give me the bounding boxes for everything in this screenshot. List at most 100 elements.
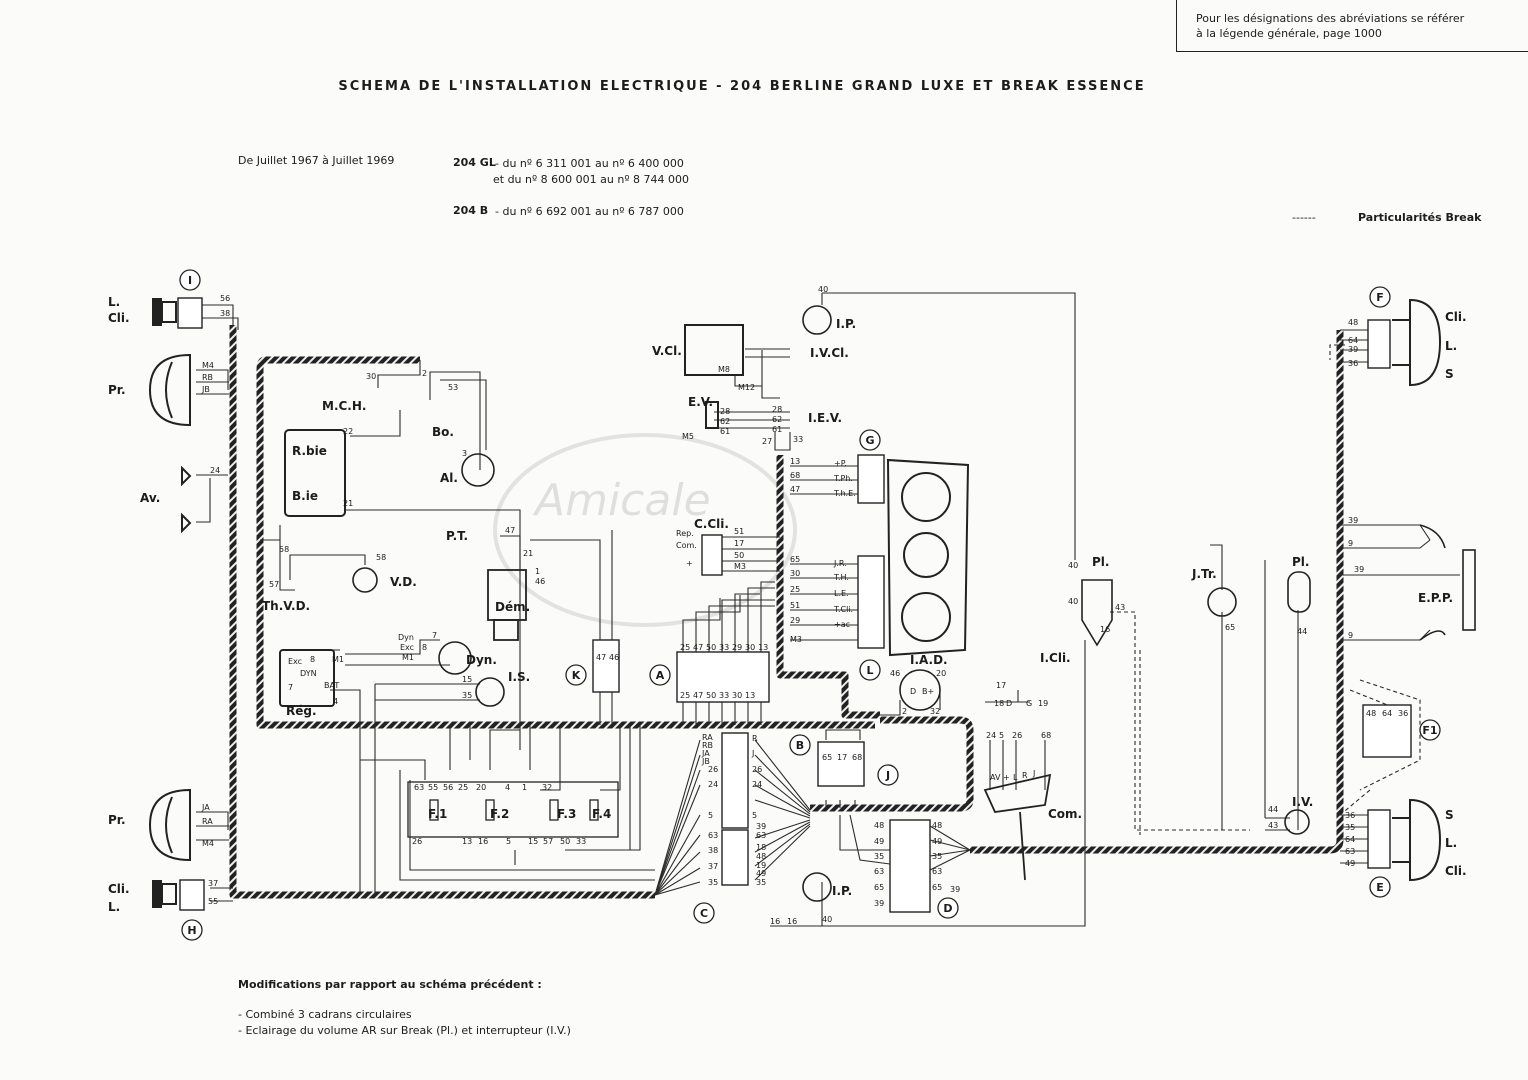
F-wire-0: 48 [1348, 318, 1358, 327]
D-left-5: 39 [874, 899, 884, 908]
Bo-wire-1: 53 [448, 383, 458, 392]
label-L-right-top: L. [1445, 339, 1457, 353]
D-right-3: 63 [932, 867, 942, 876]
label-IS: I.S. [508, 670, 530, 684]
connector-D: D [943, 902, 952, 915]
fuse-top-6: 1 [522, 783, 527, 792]
fuse-bot-4: 15 [528, 837, 538, 846]
D-left-2: 35 [874, 852, 884, 861]
VD-wire: 58 [376, 553, 386, 562]
label-S-right-bottom: S [1445, 808, 1454, 822]
IP-bot-wire-2: 40 [822, 915, 832, 924]
L-wire-1: 30 [790, 569, 800, 578]
instrument-cluster [886, 458, 970, 657]
b-label: 204 B [453, 204, 489, 217]
label-Reg: Rég. [286, 704, 317, 718]
C-right-9: 19 [756, 861, 766, 870]
IAD-label-4: 2 [902, 707, 907, 716]
commutator [983, 773, 1052, 881]
rear-lamp-bottom [1392, 798, 1442, 882]
A-wire-0: 25 [680, 691, 690, 700]
round-components [352, 305, 1310, 902]
connector-C: C [700, 907, 708, 920]
C-right-2: 26 [752, 765, 762, 774]
label-F4: F.4 [592, 807, 611, 821]
IP-bot-wire-0: 16 [770, 917, 780, 926]
label-F3: F.3 [557, 807, 576, 821]
E-wire-2: 64 [1345, 835, 1355, 844]
A-top-2: 50 [706, 643, 716, 652]
IV-wire-0: 44 [1268, 805, 1278, 814]
L-label-3: T.Cli. [833, 605, 853, 614]
IAD-label-2: D [910, 687, 916, 696]
L-label-4: +ac [834, 620, 850, 629]
A-wire-1: 47 [693, 691, 703, 700]
EV-wire-2: 61 [720, 427, 730, 436]
L-wire-0: 65 [790, 555, 800, 564]
label-Pl-1: Pl. [1092, 555, 1109, 569]
connector-E: E [1376, 881, 1384, 894]
label-VCl: V.Cl. [652, 344, 682, 358]
JTr-wire: 65 [1225, 623, 1235, 632]
E-wire-3: 63 [1345, 847, 1355, 856]
D-right-1: 49 [932, 837, 942, 846]
label-Pr-bottom: Pr. [108, 813, 126, 827]
wire-68: 68 [790, 471, 800, 480]
H-wire-0: 37 [208, 879, 218, 888]
A-top-6: 13 [758, 643, 768, 652]
label-Cli-top: Cli. [108, 311, 130, 325]
Reg-label-3: M1 [332, 655, 344, 664]
CCli-label-0: Rep. [676, 529, 694, 538]
Pl2-wire: 44 [1297, 627, 1307, 636]
C-right-0: R [752, 734, 758, 743]
headlamp-top [148, 353, 191, 427]
C-left-1: RB [702, 741, 713, 750]
D-left-3: 63 [874, 867, 884, 876]
E-wire-1: 35 [1345, 823, 1355, 832]
EV-wire-3: M5 [682, 432, 694, 441]
Reg-label-4: 8 [310, 655, 315, 664]
pl-wire-0: 40 [1068, 561, 1078, 570]
svg-text:Amicale: Amicale [532, 475, 711, 526]
connector-L: L [866, 664, 873, 677]
fuse-box [407, 781, 619, 838]
label-EPP: E.P.P. [1418, 591, 1453, 605]
F-wire-3: 36 [1348, 359, 1358, 368]
CCli-wire-2: 50 [734, 551, 744, 560]
IEV-wire-3: 27 [762, 437, 772, 446]
Reg-label-6: 4 [333, 697, 338, 706]
connector-A: A [656, 669, 665, 682]
label-IV: I.V. [1292, 795, 1313, 809]
main-harness [229, 325, 1344, 899]
label-ICli: I.Cli. [1040, 651, 1071, 665]
C-right-8: 48 [756, 852, 766, 861]
IAD-label-0: 46 [890, 669, 900, 678]
C-left-2: JA [701, 749, 710, 758]
period: De Juillet 1967 à Juillet 1969 [238, 154, 395, 167]
gl-label: 204 GL [453, 156, 496, 169]
ICli-label-4: 19 [1038, 699, 1048, 708]
wire-47b: 47 [790, 485, 800, 494]
CCli-wire-1: 17 [734, 539, 744, 548]
label-Bo: Bo. [432, 425, 454, 439]
fuse-bot-1: 13 [462, 837, 472, 846]
modifications-heading: Modifications par rapport au schéma préc… [238, 978, 542, 991]
starter-motor [487, 569, 527, 641]
label-Rbie: R.bie [292, 444, 327, 458]
C-right-7: 18 [756, 843, 766, 852]
label-CCli: C.Cli. [694, 517, 729, 531]
IS-wire-0: 15 [462, 675, 472, 684]
C-left-0: RA [702, 733, 713, 742]
G-label-2: T.h.E. [833, 489, 856, 498]
connector-F: F [1376, 291, 1384, 304]
ICli-label-2: D [1006, 699, 1012, 708]
D-right-4: 65 [932, 883, 942, 892]
IAD-label-5: 32 [930, 707, 940, 716]
label-PT: P.T. [446, 529, 468, 543]
Dyn-label-2: M1 [402, 653, 414, 662]
fuse-top-3: 25 [458, 783, 468, 792]
G-label-0: +P. [834, 459, 847, 468]
Com-wire-1: 5 [999, 731, 1004, 740]
A-top-1: 47 [693, 643, 703, 652]
